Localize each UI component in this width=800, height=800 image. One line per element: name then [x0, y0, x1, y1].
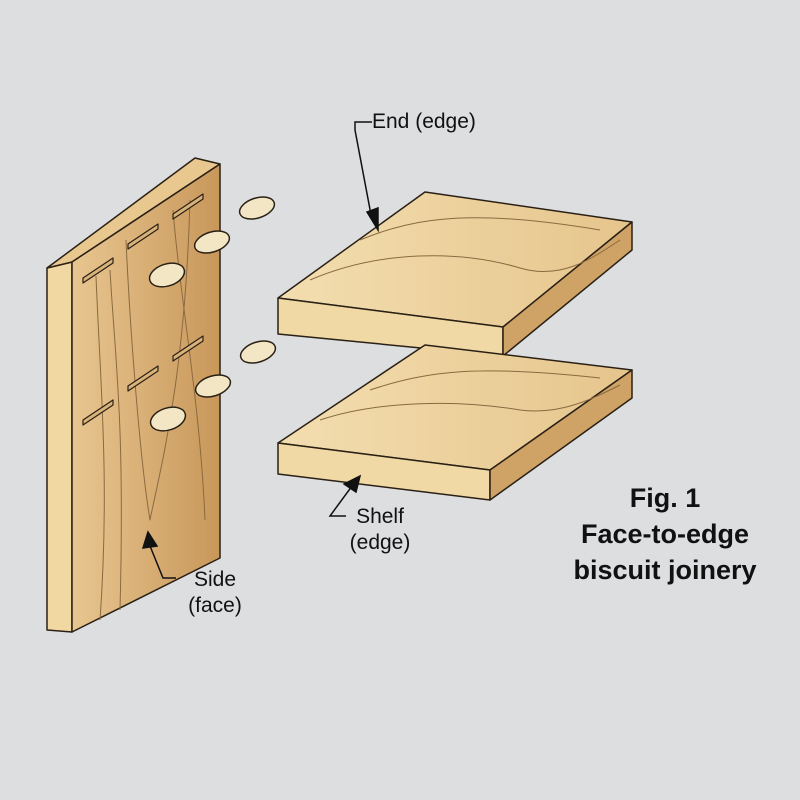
shelf-edge-label-line1: Shelf	[356, 505, 404, 528]
figure-number: Fig. 1	[629, 483, 701, 513]
biscuit	[193, 230, 231, 254]
top-shelf	[277, 191, 633, 357]
figure-caption-line2: biscuit joinery	[573, 555, 757, 585]
figure-caption-line1: Face-to-edge	[580, 519, 750, 549]
biscuit	[239, 340, 277, 364]
leader-arrows	[141, 121, 379, 579]
biscuits	[148, 196, 277, 432]
shelf-edge-label-line2: (edge)	[349, 531, 411, 554]
biscuit	[148, 262, 186, 288]
end-edge-label: End (edge)	[372, 110, 476, 133]
biscuit	[238, 196, 276, 220]
side-board	[46, 157, 221, 633]
figure-caption: Fig. 1 Face-to-edge biscuit joinery	[540, 480, 790, 588]
bottom-shelf	[277, 344, 633, 501]
biscuit	[194, 374, 232, 398]
slots	[82, 193, 204, 426]
biscuit	[149, 406, 187, 432]
side-face-label-line1: Side	[193, 568, 237, 591]
side-face-label-line2: (face)	[188, 594, 242, 617]
